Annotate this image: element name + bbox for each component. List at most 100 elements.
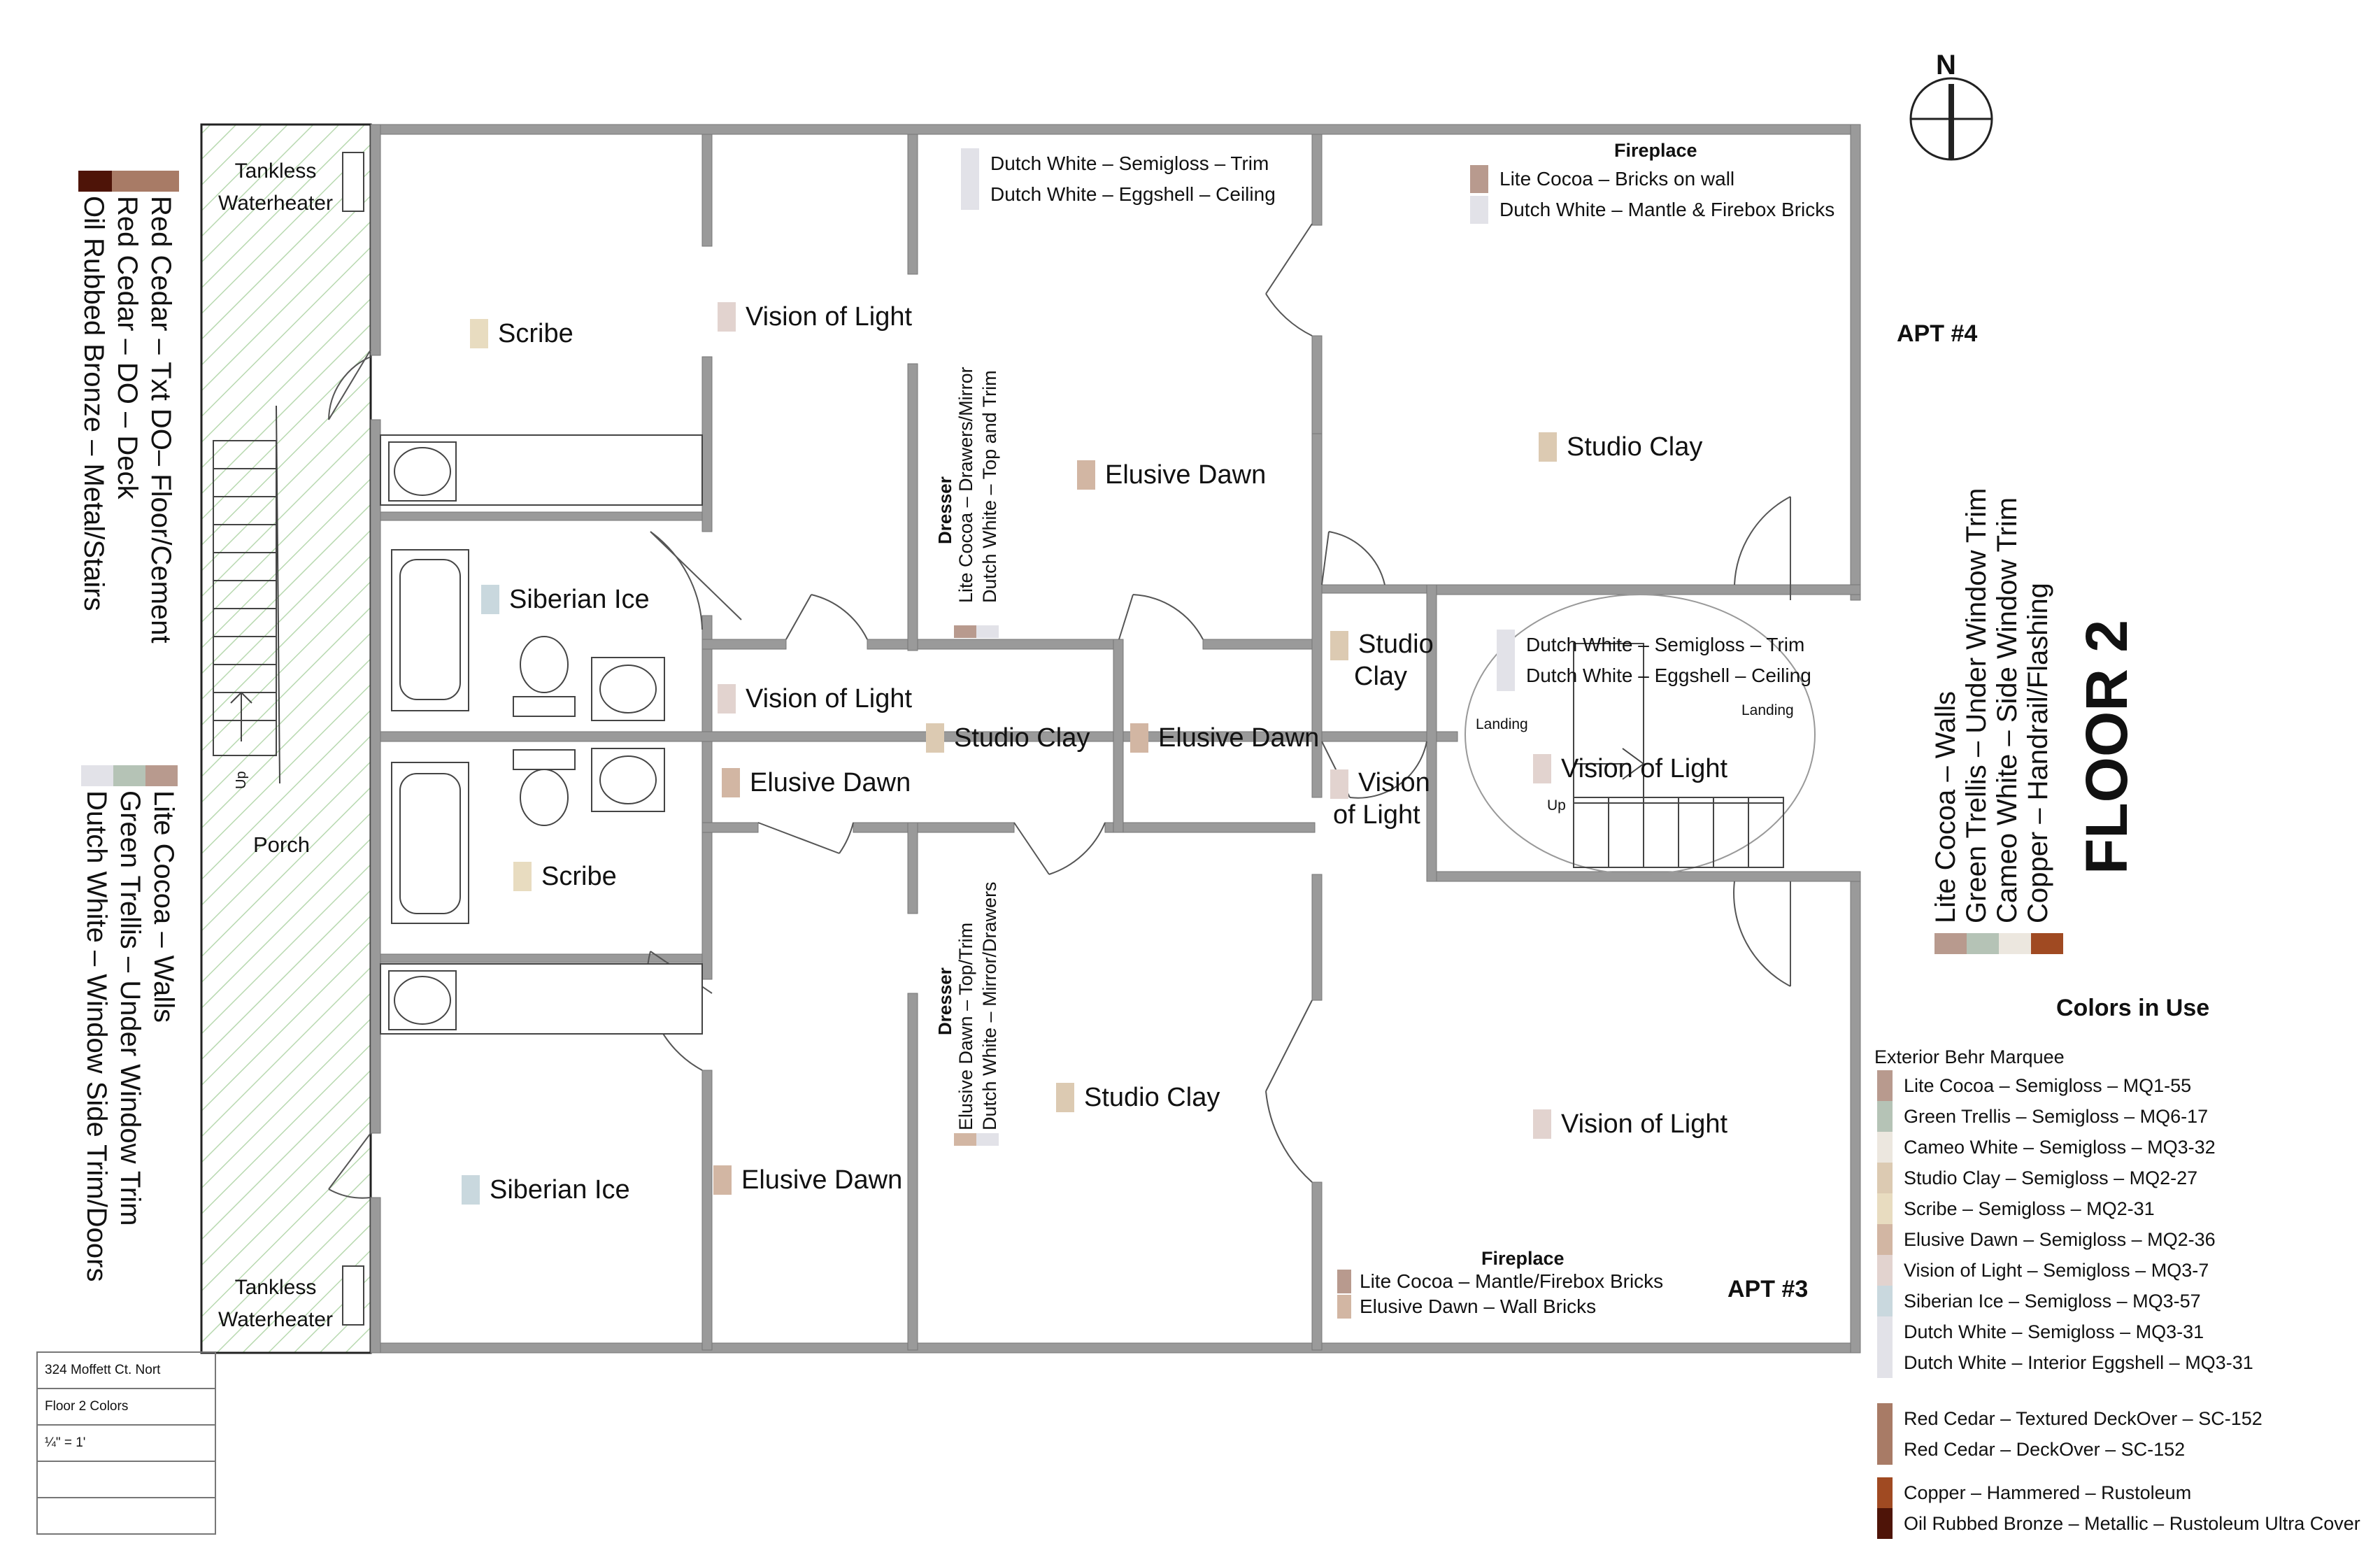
swatch (1337, 1270, 1351, 1293)
swatch (1337, 1295, 1351, 1319)
legend-item: Oil Rubbed Bronze – Metallic – Rustoleum… (1877, 1508, 2360, 1539)
legend-label: Red Cedar – DeckOver – SC-152 (1904, 1438, 2186, 1460)
swatch (112, 171, 145, 192)
swatch (954, 1133, 976, 1146)
dresser-top-line2: Dutch White – Top and Trim (979, 370, 1000, 603)
fireplace-note-top: Lite Cocoa – Bricks on wall Dutch White … (1470, 164, 1834, 225)
swatch (1877, 1255, 1893, 1286)
waterheater-top-line2: Waterheater (218, 192, 333, 215)
legend-item: Elusive Dawn – Semigloss – MQ2-36 (1877, 1224, 2253, 1255)
room-label-vision-stair: Vision of Light (1533, 754, 1727, 783)
room-name: Elusive Dawn (1158, 723, 1320, 753)
swatch (1877, 1163, 1893, 1193)
north-compass (1909, 77, 1993, 161)
left-legend-b-line1: Lite Cocoa – Walls (148, 790, 179, 1023)
legend-label: Elusive Dawn – Semigloss – MQ2-36 (1904, 1228, 2216, 1250)
landing-right: Landing (1741, 702, 1794, 718)
swatch (145, 171, 179, 192)
left-legend-b-line3: Dutch White – Window Side Trim/Doors (81, 790, 112, 1282)
right-legend: Lite Cocoa – Walls Green Trellis – Under… (1930, 488, 2053, 923)
porch-stair-up: Up (234, 771, 249, 789)
legend-item: Lite Cocoa – Semigloss – MQ1-55 (1877, 1070, 2253, 1101)
swatch (1533, 1109, 1551, 1139)
swatch (926, 723, 944, 753)
exterior-walls (370, 124, 1861, 1354)
legend-label: Cameo White – Semigloss – MQ3-32 (1904, 1136, 2216, 1158)
porch (200, 123, 372, 1354)
room-name: Studio Clay (954, 723, 1090, 753)
compass-label: N (1936, 50, 1956, 80)
waterheater-top: Tankless Waterheater (218, 155, 333, 220)
fireplace-row: Lite Cocoa – Bricks on wall (1470, 164, 1834, 194)
title-block-blank (38, 1498, 215, 1533)
swatch (954, 625, 976, 638)
swatch (961, 148, 979, 210)
trim-note-line1: Dutch White – Semigloss – Trim (990, 152, 1269, 174)
swatch (1877, 1193, 1893, 1224)
swatch (1077, 460, 1095, 490)
room-name: Studio Clay (1084, 1083, 1220, 1112)
title-block: 324 Moffett Ct. Nort Floor 2 Colors ¼" =… (36, 1351, 216, 1535)
dresser-bottom-line1: Elusive Dawn – Top/Trim (955, 922, 976, 1130)
swatch (1533, 754, 1551, 783)
legend-label: Red Cedar – Textured DeckOver – SC-152 (1904, 1407, 2263, 1429)
room-name: Vision of Light (746, 684, 913, 713)
right-legend-swatches (1934, 933, 2063, 954)
dresser-top-line1: Lite Cocoa – Drawers/Mirror (955, 367, 976, 603)
room-label-vision-mid: Vision of Light (718, 684, 912, 713)
swatch (713, 1165, 732, 1195)
room-label-scribe-bottom: Scribe (513, 862, 617, 891)
dresser-note-bottom: Dresser (933, 967, 957, 1035)
legend-item: Dutch White – Semigloss – MQ3-31 (1877, 1316, 2253, 1347)
right-legend-line4: Copper – Handrail/Flashing (2023, 583, 2053, 923)
swatch (462, 1175, 480, 1205)
dresser-note-top: Dresser (933, 476, 957, 544)
room-label-studio-clay-top: Studio Clay (1539, 432, 1702, 462)
landing-left: Landing (1476, 716, 1528, 732)
swatch (1497, 630, 1515, 691)
swatch (722, 768, 740, 797)
swatch (1877, 1434, 1893, 1465)
swatch (1877, 1403, 1893, 1434)
dresser-note-top-lines: Lite Cocoa – Drawers/Mirror Dutch White … (954, 367, 1002, 603)
legend-label: Vision of Light – Semigloss – MQ3-7 (1904, 1259, 2209, 1281)
left-legend-a-swatches (78, 171, 179, 192)
dresser-top-title: Dresser (934, 476, 955, 544)
left-legend-b-swatches (81, 765, 178, 786)
center-stair-up: Up (1547, 797, 1566, 814)
room-name: Elusive Dawn (741, 1165, 903, 1195)
fireplace-row: Lite Cocoa – Mantle/Firebox Bricks (1337, 1269, 1663, 1294)
dresser-note-bottom-lines: Elusive Dawn – Top/Trim Dutch White – Mi… (954, 881, 1002, 1130)
swatch (976, 625, 999, 638)
swatch (470, 319, 488, 348)
swatch (1877, 1132, 1893, 1163)
fireplace-line2: Dutch White – Mantle & Firebox Bricks (1499, 199, 1835, 220)
legend-item: Dutch White – Interior Eggshell – MQ3-31 (1877, 1347, 2253, 1378)
colors-in-use-group2: Red Cedar – Textured DeckOver – SC-152 R… (1877, 1403, 2263, 1465)
room-label-elusive-bottom: Elusive Dawn (713, 1165, 902, 1195)
room-name: Siberian Ice (509, 585, 650, 614)
swatch (1877, 1286, 1893, 1316)
room-name-line2: Clay (1354, 662, 1408, 691)
room-label-vision-bottom: Vision of Light (1533, 1109, 1727, 1139)
room-name: Vision of Light (1561, 754, 1728, 783)
title-block-address: 324 Moffett Ct. Nort (38, 1353, 215, 1389)
swatch (78, 171, 112, 192)
interior-walls (380, 134, 1861, 1351)
fireplace-note-bottom: Lite Cocoa – Mantle/Firebox Bricks Elusi… (1337, 1269, 1663, 1319)
legend-label: Studio Clay – Semigloss – MQ2-27 (1904, 1167, 2198, 1188)
swatch (1330, 631, 1348, 660)
legend-item: Cameo White – Semigloss – MQ3-32 (1877, 1132, 2253, 1163)
swatch (1877, 1224, 1893, 1255)
swatch (1877, 1070, 1893, 1101)
floor-title: FLOOR 2 (2074, 619, 2139, 874)
fixtures (342, 152, 703, 1326)
swatch (1999, 933, 2031, 954)
colors-in-use-group1: Lite Cocoa – Semigloss – MQ1-55 Green Tr… (1877, 1070, 2253, 1378)
swatch (976, 1133, 999, 1146)
central-stairs (1465, 594, 1816, 875)
legend-label: Siberian Ice – Semigloss – MQ3-57 (1904, 1290, 2201, 1312)
swatch (145, 765, 178, 786)
